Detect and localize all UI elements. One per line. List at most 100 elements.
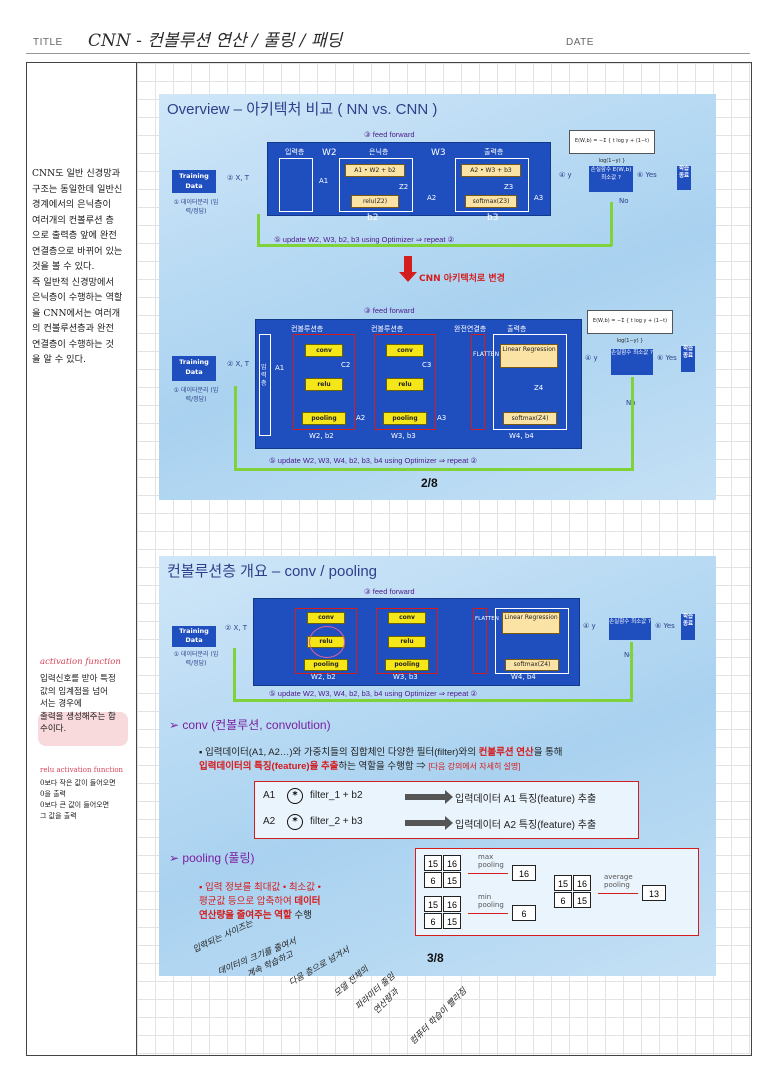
grid-cell: 6 — [424, 872, 442, 888]
grid-cell: 15 — [573, 892, 591, 908]
c2-label: C2 — [341, 361, 351, 369]
mini-w3b3: W3, b3 — [393, 673, 418, 681]
hidden-layer-label: 은닉층 — [369, 148, 389, 156]
input-vertical-label: 입력층 — [261, 364, 267, 387]
b2-label: b2 — [367, 213, 379, 223]
arrow-icon — [405, 790, 453, 804]
no-label: No — [619, 197, 629, 205]
handwritten-circle — [309, 626, 345, 658]
mini-yes: ⑥ Yes — [655, 622, 675, 630]
change-arrow-stem — [404, 256, 412, 274]
grid-cell: 16 — [443, 896, 461, 912]
update-loop-right — [610, 202, 613, 246]
mini-loss: 손실함수 최소값 ? — [609, 618, 651, 640]
feed-forward-label-3: ③ feed forward — [364, 587, 415, 596]
a3-label: A3 — [534, 194, 544, 202]
conv-node-2: conv — [386, 344, 424, 357]
conv-layer-label-1: 컨볼루션층 — [291, 325, 324, 333]
mini-relu-2: relu — [388, 636, 426, 648]
conv-desc-note: [다음 강의에서 자세히 설명] — [428, 762, 521, 771]
mini-pooling-1: pooling — [304, 659, 348, 671]
mini-w4b4: W4, b4 — [511, 673, 536, 681]
mini-softmax: softmax(Z4) — [505, 659, 559, 671]
mini-xt: ② X, T — [225, 624, 248, 632]
update-loop-left-2 — [234, 386, 237, 470]
y-label-2: ④ y — [585, 354, 598, 362]
a2-label-2: A2 — [356, 414, 366, 422]
c3-label: C3 — [422, 361, 432, 369]
update-loop-line-2 — [234, 468, 634, 471]
node-a2w3b3: A2 • W3 + b3 — [461, 164, 521, 177]
filter-row-f2: filter_2 + b3 — [310, 816, 363, 827]
slide2-title: 컨볼루션층 개요 – conv / pooling — [167, 563, 378, 580]
max-arrow — [468, 873, 508, 874]
w3-label: W3 — [431, 148, 446, 158]
node-softmax-z3: softmax(Z3) — [465, 195, 517, 208]
filter-row-r2: 입력데이터 A2 특징(feature) 추출 — [455, 820, 597, 831]
update-label-1: ⑤ update W2, W3, b2, b3 using Optimizer … — [274, 235, 455, 244]
relu-node-2: relu — [386, 378, 424, 391]
a1-label: A1 — [319, 177, 329, 185]
update-loop-line — [257, 244, 612, 247]
mini-training-data: Training Data — [172, 626, 216, 647]
slide2-page-number: 3/8 — [427, 951, 444, 965]
grid-cell: 15 — [443, 872, 461, 888]
output-layer-label: 출력층 — [484, 148, 504, 156]
learn-end-box: 학습 종료 — [677, 166, 691, 190]
mini-conv-block-1 — [295, 608, 357, 674]
min-arrow — [468, 913, 508, 914]
left-margin — [27, 63, 136, 1055]
conv-desc-part3: 하는 역할을 수행함 ⇒ — [338, 761, 426, 772]
conv-desc-feature: 입력데이터의 특징(feature)을 추출 — [199, 761, 339, 772]
mini-data-split: ① 데이터분리 (입력/정답) — [173, 651, 219, 667]
update-loop-left — [257, 214, 260, 246]
learn-end-box-2: 학습 종료 — [681, 346, 695, 372]
mini-update-right — [630, 642, 633, 702]
w2-label: W2 — [322, 148, 337, 158]
pooling-examples: 15 16 6 15 max pooling 16 15 16 6 15 min… — [415, 848, 699, 936]
avg-result: 13 — [642, 885, 666, 901]
w4b4-label: W4, b4 — [509, 432, 534, 440]
z3-label: Z3 — [504, 183, 514, 191]
note-activation-body: 입력신호를 받아 특정 값의 임계점을 넘어 서는 경우에 출력을 생성해주는 … — [40, 674, 116, 734]
input-layer-box — [279, 158, 313, 212]
date-label: DATE — [566, 37, 594, 48]
filter-row-f1: filter_1 + b2 — [310, 790, 363, 801]
pooling-desc-3: 연산량을 줄여주는 역할 — [199, 910, 292, 921]
w3b3-label: W3, b3 — [391, 432, 416, 440]
yes-label: ⑥ Yes — [637, 171, 657, 179]
mini-linear-regression: Linear Regression — [502, 612, 560, 634]
z2-label: Z2 — [399, 183, 409, 191]
slide1-page-number: 2/8 — [421, 476, 438, 490]
fc-layer-label: 완전연결층 — [454, 325, 487, 333]
loss-box-2: 손실함수 최소값 ? — [611, 349, 653, 375]
mini-w2b2: W2, b2 — [311, 673, 336, 681]
flatten-label: FLATTEN — [473, 350, 499, 359]
pooling-heading: ➢ pooling (풀링) — [169, 851, 255, 865]
grid-cell: 15 — [424, 855, 442, 871]
slide-overview: Overview – 아키텍처 비교 ( NN vs. CNN ) ③ feed… — [159, 94, 716, 500]
avg-pooling-label: average pooling — [604, 873, 633, 889]
pooling-node-1: pooling — [302, 412, 346, 425]
a1-label-2: A1 — [275, 364, 285, 372]
max-result: 16 — [512, 865, 536, 881]
note-cnn-summary: CNN도 일반 신경망과 구조는 동일한데 일반신 경계에서의 은닉층이 여러개… — [32, 168, 123, 365]
loss-box: 손실함수 E(W,b) 최소값 ? — [589, 166, 633, 192]
pooling-desc-1: 입력 정보를 최대값 • 최소값 • — [205, 882, 322, 893]
filter-row-a1: A1 — [263, 790, 276, 801]
handwritten-title: CNN - 컨볼루션 연산 / 풀링 / 패딩 — [88, 31, 343, 51]
mini-pooling-2: pooling — [385, 659, 429, 671]
y-label: ④ y — [559, 171, 572, 179]
z4-label: Z4 — [534, 384, 544, 392]
data-split-label: ① 데이터분리 (입력/정답) — [173, 199, 219, 215]
convolution-symbol-icon: * — [287, 814, 303, 830]
convolution-symbol-icon: * — [287, 788, 303, 804]
yes-label-2: ⑥ Yes — [657, 354, 677, 362]
output-layer-label-2: 출력층 — [507, 325, 527, 333]
feed-forward-label-2: ③ feed forward — [364, 306, 415, 315]
output-layer-box-2 — [493, 334, 567, 430]
pooling-description: ▪ 입력 정보를 최대값 • 최소값 • 평균값 등으로 압축하여 데이터 연산… — [199, 882, 322, 921]
slide1-title: Overview – 아키텍처 비교 ( NN vs. CNN ) — [167, 101, 438, 118]
mini-conv-1: conv — [307, 612, 345, 624]
